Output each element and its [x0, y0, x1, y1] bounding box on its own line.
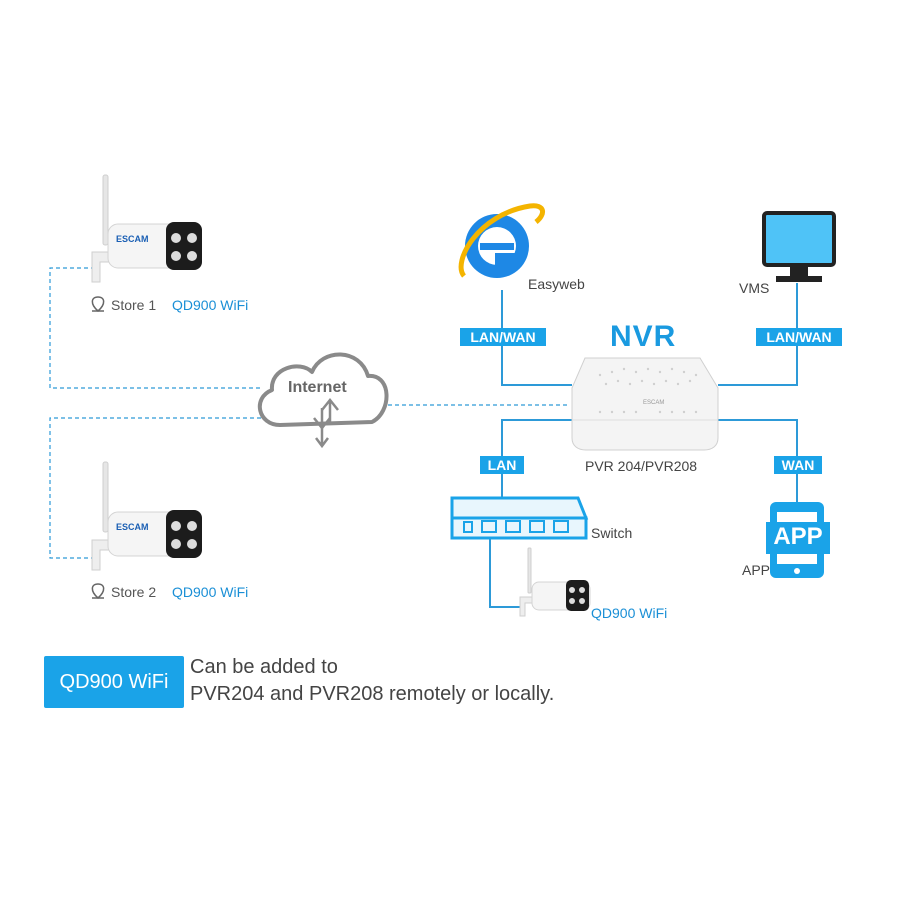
easyweb-nvr-link — [501, 290, 572, 386]
vms-label: VMS — [739, 280, 770, 296]
browser-icon — [458, 203, 545, 278]
camera-logo-store2: ESCAM — [116, 522, 149, 532]
pin-icon-store2 — [91, 583, 105, 599]
easyweb-label: Easyweb — [528, 276, 585, 292]
store2-model-label: QD900 WiFi — [172, 584, 249, 600]
store2-dashed-link — [49, 417, 262, 559]
nvr-app-link — [718, 419, 798, 502]
lan-wan-tag-right: LAN/WAN — [756, 328, 842, 346]
nvr-device: ESCAM — [571, 357, 719, 451]
store1-location-label: Store 1 — [111, 297, 157, 313]
local-camera-model-label: QD900 WiFi — [591, 605, 668, 621]
switch-camera-link — [489, 525, 520, 608]
wan-tag: WAN — [774, 456, 822, 474]
camera-icon-store1 — [91, 174, 202, 283]
lan-tag: LAN — [480, 456, 524, 474]
pin-icons — [91, 296, 105, 599]
store2-location-label: Store 2 — [111, 584, 157, 600]
store1-model-label: QD900 WiFi — [172, 297, 249, 313]
store1-dashed-link — [49, 267, 262, 389]
pin-icon-store1 — [91, 296, 105, 312]
camera-icon-store2 — [91, 461, 202, 571]
switch-device — [450, 496, 589, 540]
nvr-title: NVR — [610, 320, 677, 353]
internet-label: Internet — [288, 379, 347, 396]
app-icon-text: APP — [773, 523, 823, 550]
camera-icon-local — [519, 547, 591, 617]
footer-line-1: Can be added to — [190, 656, 338, 678]
nvr-model-label: PVR 204/PVR208 — [585, 458, 698, 474]
camera-logo-store1: ESCAM — [116, 234, 149, 244]
lan-wan-tag-left: LAN/WAN — [460, 328, 546, 346]
monitor-icon — [762, 211, 836, 282]
svg-text:ESCAM: ESCAM — [643, 400, 664, 406]
footer-line-2: PVR204 and PVR208 remotely or locally. — [190, 683, 555, 705]
switch-label: Switch — [591, 525, 633, 541]
app-icon-plate — [766, 522, 830, 554]
app-label: APP — [742, 562, 771, 578]
cloud-icon — [257, 352, 389, 449]
remote-dashed-links — [49, 267, 568, 559]
model-badge: QD900 WiFi — [44, 656, 184, 708]
vms-nvr-link — [718, 283, 798, 386]
